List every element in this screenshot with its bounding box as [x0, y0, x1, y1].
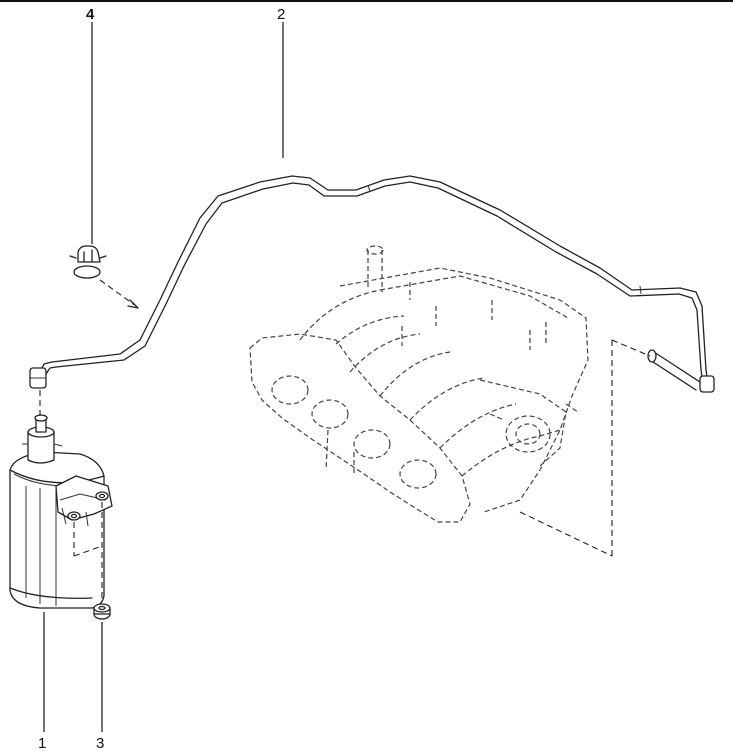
clip-fit-arrow	[127, 299, 139, 309]
bracket-fit-line-c	[73, 545, 103, 557]
clip-fit-line	[99, 279, 137, 307]
callout-4: 4	[86, 6, 95, 23]
retaining-clip	[69, 245, 107, 279]
fixing-nut	[93, 603, 111, 620]
callout-1: 1	[38, 735, 46, 752]
vapor-pipe	[29, 175, 715, 393]
callout-2: 2	[277, 6, 285, 23]
charcoal-canister	[9, 414, 113, 609]
callout-3: 3	[96, 735, 104, 752]
intake-manifold	[249, 245, 651, 557]
